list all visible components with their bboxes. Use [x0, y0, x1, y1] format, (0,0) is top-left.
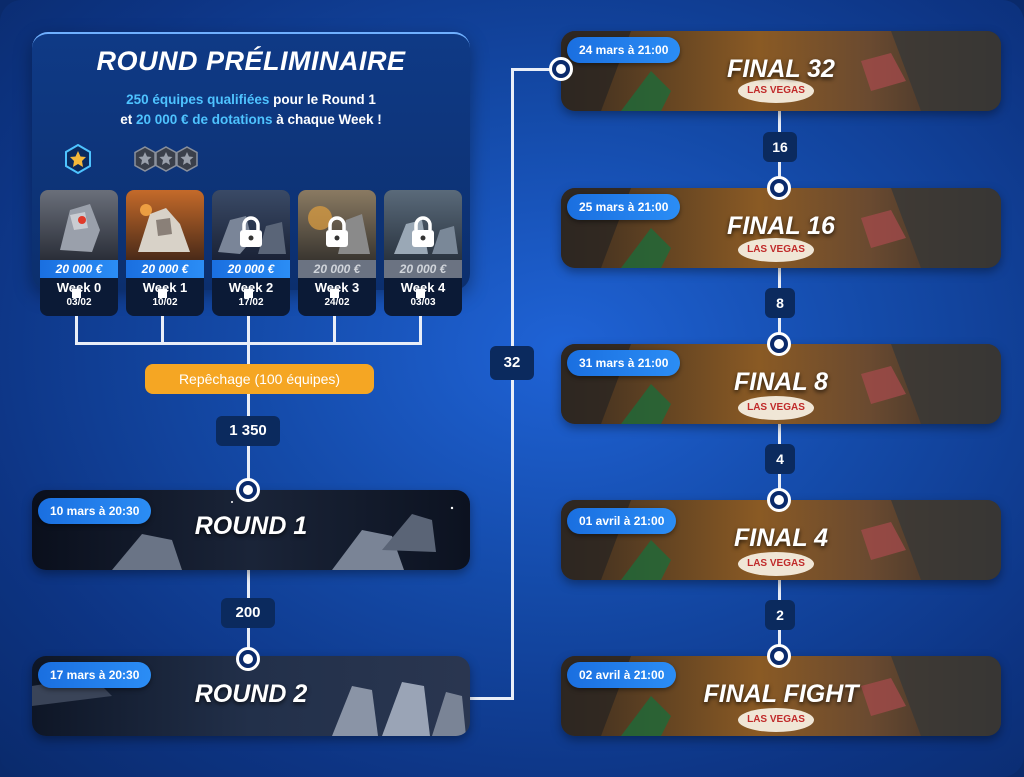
connector-line: [75, 290, 78, 344]
count-to-round2: 200: [221, 598, 275, 628]
subtitle-text: pour le Round 1: [269, 92, 376, 107]
star-badge-icon: [65, 144, 91, 174]
final32-node: [549, 57, 573, 81]
las-vegas-sign: LAS VEGAS: [747, 244, 805, 255]
week-card-4[interactable]: 20 000 € Week 4 03/03: [384, 190, 462, 316]
connector-dot: [244, 289, 253, 298]
week-name: Week 1: [142, 280, 188, 295]
connector-line: [333, 290, 336, 344]
week-prize: 20 000 €: [126, 260, 204, 278]
week-prize: 20 000 €: [384, 260, 462, 278]
round2-date: 17 mars à 20:30: [38, 662, 152, 688]
prize-pool-text: 20 000 € de dotations: [135, 112, 273, 127]
final16-banner[interactable]: LAS VEGAS FINAL 16 25 mars à 21:00: [561, 188, 1001, 268]
final32-banner[interactable]: LAS VEGAS FINAL 32 24 mars à 21:00: [561, 31, 1001, 111]
las-vegas-sign: LAS VEGAS: [747, 558, 805, 569]
repechage-label: Repêchage (100 équipes): [145, 364, 374, 394]
count-to-final32: 32: [490, 346, 534, 380]
final8-node: [767, 332, 791, 356]
final32-date: 24 mars à 21:00: [567, 37, 681, 63]
las-vegas-sign: LAS VEGAS: [747, 402, 805, 413]
mech-artwork: [126, 190, 204, 260]
round1-node: [236, 478, 260, 502]
final4-banner[interactable]: LAS VEGAS FINAL 4 01 avril à 21:00: [561, 500, 1001, 580]
count-to-final16: 16: [763, 132, 797, 162]
week-name: Week 0: [56, 280, 102, 295]
week-prize: 20 000 €: [212, 260, 290, 278]
round1-date: 10 mars à 20:30: [38, 498, 152, 524]
week-date: 17/02: [238, 297, 264, 308]
final8-date: 31 mars à 21:00: [567, 350, 681, 376]
subtitle-text: et: [120, 112, 136, 127]
mech-artwork: [212, 190, 290, 260]
week-card-3[interactable]: 20 000 € Week 3 24/02: [298, 190, 376, 316]
lock-icon: [326, 216, 348, 247]
mech-artwork: [40, 190, 118, 260]
lock-icon: [412, 216, 434, 247]
week-name: Week 3: [314, 280, 360, 295]
count-to-final4: 4: [765, 444, 795, 474]
round1-banner[interactable]: ROUND 1 10 mars à 20:30: [32, 490, 470, 570]
round2-node: [236, 647, 260, 671]
count-to-final: 2: [765, 600, 795, 630]
final8-title: FINAL 8: [734, 368, 828, 396]
connector-line: [419, 290, 422, 344]
final-fight-title: FINAL FIGHT: [703, 680, 859, 708]
final4-date: 01 avril à 21:00: [567, 508, 677, 534]
connector-line: [511, 68, 561, 71]
lock-icon: [240, 216, 262, 247]
las-vegas-sign: LAS VEGAS: [747, 714, 805, 725]
qualified-teams-text: 250 équipes qualifiées: [126, 92, 270, 107]
final16-date: 25 mars à 21:00: [567, 194, 681, 220]
preliminary-title: ROUND PRÉLIMINAIRE: [96, 46, 406, 76]
preliminary-panel: ROUND PRÉLIMINAIRE 250 équipes qualifiée…: [32, 32, 470, 316]
final32-title: FINAL 32: [727, 55, 835, 83]
subtitle-text: à chaque Week !: [272, 112, 382, 127]
count-to-final8: 8: [765, 288, 795, 318]
connector-line: [511, 68, 514, 700]
week-prize: 20 000 €: [298, 260, 376, 278]
week-prize: 20 000 €: [40, 260, 118, 278]
final8-banner[interactable]: LAS VEGAS FINAL 8 31 mars à 21:00: [561, 344, 1001, 424]
mech-artwork: [384, 190, 462, 260]
connector-line: [470, 697, 514, 700]
week-date: 03/02: [66, 297, 92, 308]
final-fight-date: 02 avril à 21:00: [567, 662, 677, 688]
final4-title: FINAL 4: [734, 524, 828, 552]
round1-title: ROUND 1: [194, 512, 308, 540]
connector-dot: [416, 289, 425, 298]
las-vegas-sign: LAS VEGAS: [747, 85, 805, 96]
final4-node: [767, 488, 791, 512]
week-date: 24/02: [324, 297, 350, 308]
preliminary-subtitle: 250 équipes qualifiées pour le Round 1 e…: [32, 90, 470, 130]
connector-dot: [72, 289, 81, 298]
final-fight-node: [767, 644, 791, 668]
final16-node: [767, 176, 791, 200]
three-star-badge-icon: [134, 146, 198, 172]
final16-title: FINAL 16: [727, 212, 835, 240]
round2-title: ROUND 2: [194, 680, 308, 708]
connector-dot: [330, 289, 339, 298]
final-fight-banner[interactable]: LAS VEGAS FINAL FIGHT 02 avril à 21:00: [561, 656, 1001, 736]
count-to-round1: 1 350: [216, 416, 280, 446]
week-name: Week 4: [400, 280, 446, 295]
week-date: 03/03: [410, 297, 436, 308]
connector-dot: [158, 289, 167, 298]
connector-line: [161, 290, 164, 344]
week-card-2[interactable]: 20 000 € Week 2 17/02: [212, 190, 290, 316]
week-name: Week 2: [228, 280, 274, 295]
connector-line: [247, 290, 250, 344]
week-date: 10/02: [152, 297, 178, 308]
week-card-1[interactable]: 20 000 € Week 1 10/02: [126, 190, 204, 316]
